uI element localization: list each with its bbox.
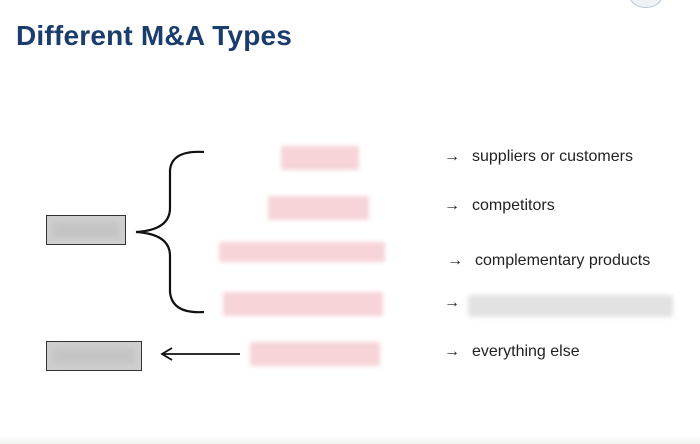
row-description-1: → suppliers or customers [444, 148, 633, 166]
row-description-text: complementary products [475, 252, 651, 269]
bottom-edge [0, 436, 700, 444]
redacted-category-box-top [46, 215, 126, 245]
redacted-type-label-4 [223, 292, 383, 316]
arrow-right-icon: → [444, 148, 460, 165]
arrow-right-icon: → [447, 252, 463, 269]
arrow-right-icon: → [444, 294, 460, 311]
redacted-description-4 [468, 295, 673, 317]
row-description-4: → [444, 294, 472, 312]
slide-title: Different M&A Types [16, 20, 293, 51]
row-description-text: competitors [472, 197, 555, 214]
redacted-type-label-3 [219, 242, 385, 262]
arrow-head-icon [160, 347, 173, 361]
row-description-2: → competitors [444, 197, 555, 215]
redacted-category-box-bottom [46, 341, 142, 371]
redacted-type-label-5 [250, 342, 380, 366]
arrow-right-icon: → [444, 343, 460, 360]
row-description-text: suppliers or customers [472, 148, 633, 165]
row-description-text: everything else [472, 343, 580, 360]
row-description-5: → everything else [444, 343, 580, 361]
redacted-type-label-1 [281, 146, 359, 170]
redacted-type-label-2 [268, 196, 369, 220]
arrow-right-icon: → [444, 197, 460, 214]
row-description-3: → complementary products [447, 252, 650, 270]
curly-brace [135, 150, 205, 314]
